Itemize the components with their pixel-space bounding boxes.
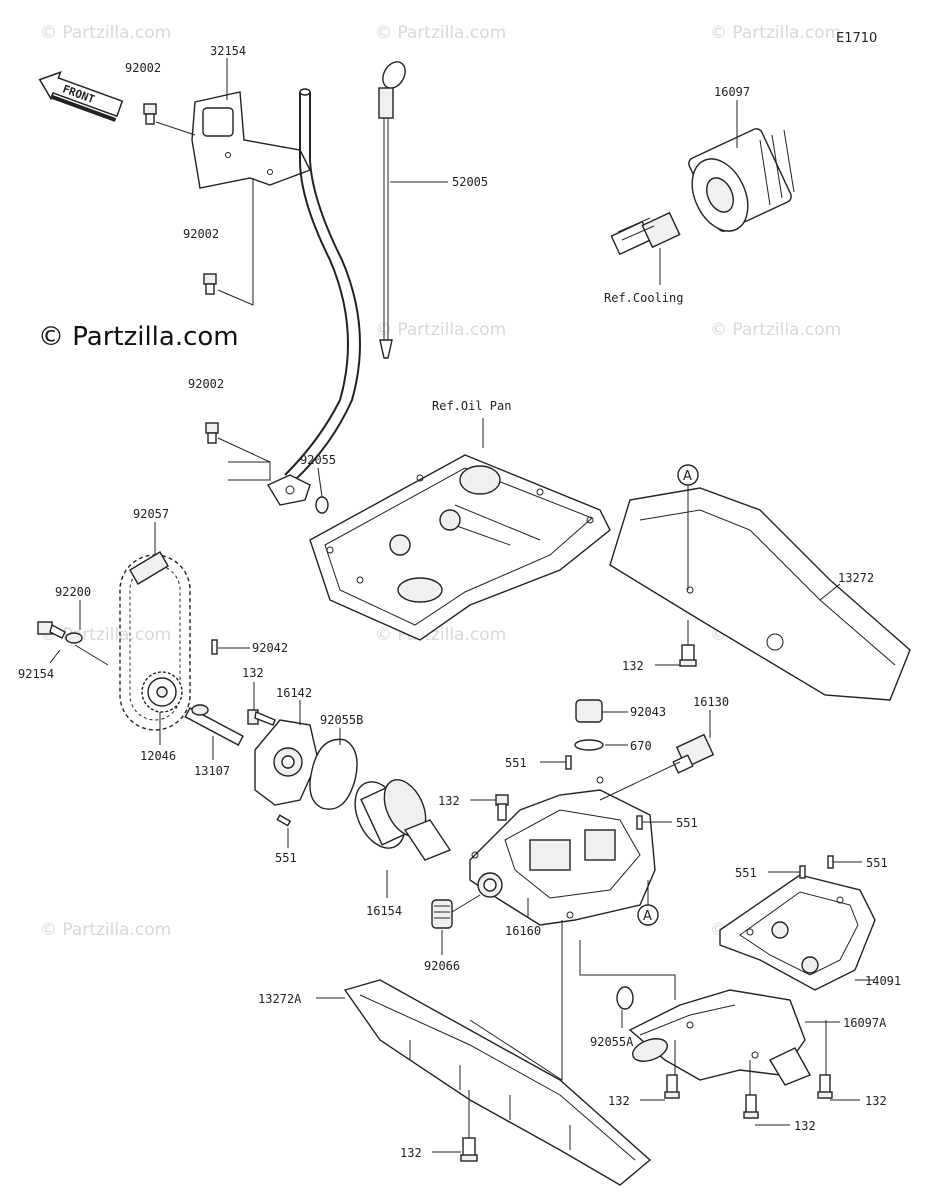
oil-pan	[309, 454, 611, 641]
cover-14091	[719, 874, 876, 991]
pin-551-pump	[276, 814, 292, 827]
o-ring-92055	[315, 496, 329, 514]
label-92002-low: 92002	[188, 377, 224, 391]
label-16142: 16142	[276, 686, 312, 700]
label-ref-cooling: Ref.Cooling	[604, 291, 683, 305]
watermark: © Partzilla.com	[710, 23, 841, 43]
o-ring-92055A	[616, 986, 634, 1010]
bolt-132-f3	[817, 1074, 833, 1099]
dipstick-tube	[266, 88, 361, 506]
bracket-32154	[191, 91, 311, 189]
sprocket-12046	[141, 671, 183, 713]
label-92154: 92154	[18, 667, 54, 681]
watermark: © Partzilla.com	[375, 320, 506, 340]
label-14091: 14091	[865, 974, 901, 988]
o-ring-670	[574, 739, 604, 751]
label-16097A: 16097A	[843, 1016, 887, 1030]
watermark: © Partzilla.com	[375, 23, 506, 43]
watermark: © Partzilla.com	[40, 23, 171, 43]
label-92200: 92200	[55, 585, 91, 599]
label-132-f1: 132	[608, 1094, 630, 1108]
label-92042: 92042	[252, 641, 288, 655]
bolt-92154	[37, 621, 66, 639]
label-132-f3: 132	[865, 1094, 887, 1108]
dipstick-52005	[378, 61, 406, 359]
label-132-f2: 132	[794, 1119, 816, 1133]
cooling-fitting	[610, 211, 681, 256]
label-551-top: 551	[505, 756, 527, 770]
label-92055B: 92055B	[320, 713, 363, 727]
pin-551-top	[565, 755, 572, 770]
bolt-132-f2	[743, 1094, 759, 1119]
label-551-c2: 551	[866, 856, 888, 870]
bolt-132-body	[495, 794, 509, 821]
plate-13272A	[343, 979, 652, 1186]
callout-a-lower-label: A	[643, 909, 652, 924]
label-92057: 92057	[133, 507, 169, 521]
label-16160: 16160	[505, 924, 541, 938]
pin-92042	[211, 639, 218, 655]
label-16097: 16097	[714, 85, 750, 99]
label-16130: 16130	[693, 695, 729, 709]
label-551-right: 551	[676, 816, 698, 830]
pin-551-right	[636, 815, 643, 830]
pin-551-c1	[799, 865, 806, 879]
watermark: © Partzilla.com	[40, 920, 171, 940]
plug-92066	[431, 899, 453, 929]
shaft-13107	[184, 704, 244, 746]
label-13272A: 13272A	[258, 992, 302, 1006]
bolt-92002-mid	[203, 273, 217, 295]
bolt-132-bottom	[460, 1137, 478, 1162]
label-132-bottom: 132	[400, 1146, 422, 1160]
label-13272: 13272	[838, 571, 874, 585]
label-16154: 16154	[366, 904, 402, 918]
plate-13272	[609, 487, 911, 701]
copyright-watermark: © Partzilla.com	[38, 322, 239, 352]
label-13107: 13107	[194, 764, 230, 778]
relief-valve-16130	[672, 733, 715, 774]
label-92002-top: 92002	[125, 61, 161, 75]
pin-551-c2	[827, 855, 834, 869]
label-92055: 92055	[300, 453, 336, 467]
bolt-92002-low	[205, 422, 219, 444]
pump-body-16160	[469, 776, 656, 926]
label-551-c1: 551	[735, 866, 757, 880]
bolt-132-f1	[664, 1074, 680, 1099]
label-132-pump: 132	[242, 666, 264, 680]
oil-filter-16097	[688, 128, 795, 232]
bolt-132-a	[679, 644, 697, 667]
washer-92200	[65, 632, 83, 644]
label-92043: 92043	[630, 705, 666, 719]
label-551-pump: 551	[275, 851, 297, 865]
diagram-code: E1710	[836, 31, 877, 46]
label-670: 670	[630, 739, 652, 753]
label-92066: 92066	[424, 959, 460, 973]
collar-92043	[575, 699, 603, 723]
label-ref-oil-pan: Ref.Oil Pan	[432, 399, 511, 413]
strainer-16097A	[628, 989, 811, 1086]
rotor-16154	[354, 779, 452, 861]
callout-a-upper-label: A	[683, 469, 692, 484]
bolt-92002-top	[143, 103, 157, 125]
label-52005: 52005	[452, 175, 488, 189]
front-arrow-icon: FRONT	[38, 71, 124, 122]
label-32154: 32154	[210, 44, 246, 58]
watermark: © Partzilla.com	[710, 320, 841, 340]
label-92055A: 92055A	[590, 1035, 634, 1049]
label-92002-mid: 92002	[183, 227, 219, 241]
pump-cover-16142	[254, 719, 319, 806]
bolt-132-pump	[247, 709, 276, 726]
label-132-a: 132	[622, 659, 644, 673]
gasket-92055B	[309, 738, 358, 810]
label-132-body: 132	[438, 794, 460, 808]
label-12046: 12046	[140, 749, 176, 763]
